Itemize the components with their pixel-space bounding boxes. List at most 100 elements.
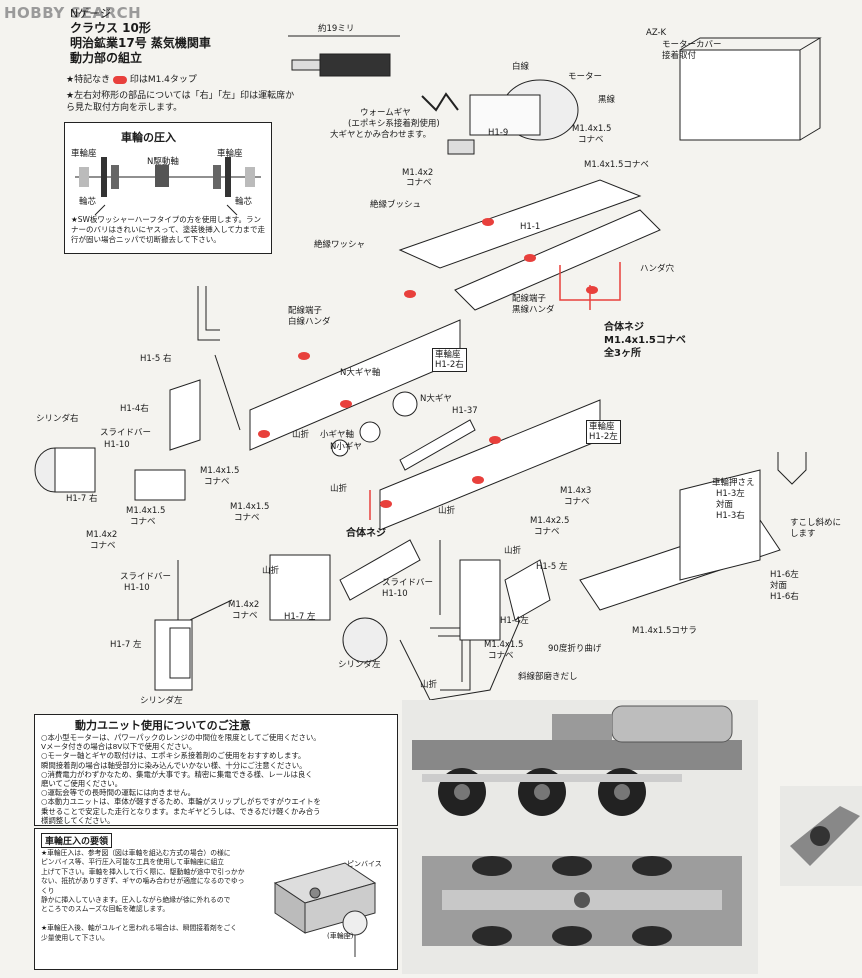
screw-m14-3: M1.4x3: [560, 486, 592, 496]
h1-5r-label: H1-5 右: [140, 354, 172, 364]
h1-6l-label: H1-6左: [770, 570, 799, 580]
worm-gear-note2: 大ギヤとかみ合わせます。: [330, 130, 432, 140]
guide-line: ない、抵抗がありすぎず、ギヤの噛み合わせが適度になるのでゆっくり: [41, 877, 245, 895]
combined-screw-b: 合体ネジ: [346, 528, 386, 539]
guide-line: 上げて下さい。車軸を挿入して行く際に、駆動軸が途中で引っかか: [41, 867, 245, 876]
combined-screw-spec: M1.4x1.5コナベ: [604, 335, 686, 346]
watermark-logo: HOBBY SEARCH: [4, 4, 142, 22]
wheel-press-title: 車輪の圧入: [121, 131, 176, 144]
cylinder-l-label: シリンダ左: [338, 660, 381, 670]
header-line4: 動力部の組立: [70, 51, 143, 65]
konabe-a: コナベ: [578, 135, 604, 145]
slide-bar-label: スライドバー: [100, 428, 152, 438]
konabe-d: コナベ: [130, 517, 156, 527]
caution-line: Vメータ付きの場合は8V以下で使用ください。: [41, 742, 197, 752]
h1-7r-label: H1-7 右: [66, 494, 98, 504]
black-solder-label: 黒線ハンダ: [512, 305, 555, 315]
h1-7l-b-label: H1-7 左: [110, 640, 142, 650]
konabe-b: コナベ: [406, 178, 432, 188]
wheel-press-box: 車輪の圧入 車輪座 車輪座 N駆動軸 輪芯 輪芯 ★SW板ワッシャーハーフタイプ…: [64, 122, 272, 254]
h1-10-b-label: H1-10: [124, 583, 150, 593]
h12l-label: H1-2左: [589, 432, 618, 442]
yamaori-f: 山折: [420, 680, 438, 690]
caution-title: 動力ユニット使用についてのご注意: [75, 719, 251, 732]
konabe-f: コナベ: [564, 497, 590, 507]
len-19mm-label: 約19ミリ: [318, 24, 355, 34]
wheel-seat-h12l: 車輪座: [589, 422, 615, 432]
konabe-i: コナベ: [232, 611, 258, 621]
h1-1-label: H1-1: [520, 222, 541, 232]
h1-7l-label: H1-7 左: [284, 612, 316, 622]
pinvise-figure: [273, 862, 377, 957]
screw-m14-15-kosara: M1.4x1.5コサラ: [632, 626, 697, 636]
worm-gear-label: ウォームギヤ: [360, 108, 411, 118]
wheel-press-note: ★SW板ワッシャーハーフタイプの方を使用します。ランナーのバリはきれいにヤスって…: [71, 215, 266, 244]
h1-6r-label: H1-6右: [770, 592, 799, 602]
screw-m14-15-c: M1.4x1.5: [200, 466, 240, 476]
guide-line: ピンバイス等、平行圧入可能な工具を使用して車輪座に組立: [41, 858, 225, 867]
red-dot-icon: [112, 75, 127, 84]
side-photo-render: [412, 705, 742, 816]
azk-label: AZ-K: [646, 28, 667, 38]
caution-line: ○モーター軸とギヤの取付けは、エポキシ系接着剤のご使用をおすすめします。: [41, 751, 306, 761]
worm-gear-note: (エポキシ系接着剤使用): [348, 119, 440, 129]
h1-3r-label: H1-3右: [716, 511, 745, 521]
assembled-photo-side: [402, 700, 758, 826]
guide-line: 少量使用して下さい。: [41, 933, 109, 942]
bottom-photo-render: [422, 856, 742, 946]
yamaori-e: 山折: [504, 546, 522, 556]
wheel-press-cap: 車輪押さえ: [712, 478, 755, 488]
combined-screw-count: 全3ヶ所: [604, 348, 641, 359]
caution-line: 様調整してください。: [41, 815, 115, 825]
caution-box: 動力ユニット使用についてのご注意 ○本小型モーターは、パワーパックのレンジの中間…: [34, 714, 398, 826]
caution-line: 磨いてご使用ください。: [41, 779, 123, 789]
combined-screw-label: 合体ネジ: [604, 322, 644, 333]
axle-right-label: 輪芯: [235, 197, 253, 207]
guide-line: ★車輪圧入は、参考図（図は車軸を組込む方式の場合）の様に: [41, 849, 231, 857]
slight-bevel2: します: [790, 529, 816, 539]
caution-lines: ○本小型モーターは、パワーパックのレンジの中間位を限度としてご使用ください。 V…: [41, 733, 393, 825]
screw-m14-15-d: M1.4x1.5: [126, 506, 166, 516]
wheel-seat-left-label: 車輪座: [71, 149, 97, 159]
header-line2: クラウス 10形: [70, 21, 151, 35]
header-line1: Nゲージ: [70, 7, 112, 20]
yamaori-d: 山折: [262, 566, 280, 576]
h1-4r-label: H1-4右: [120, 404, 149, 414]
screw-m14-2-e: M1.4x2: [86, 530, 118, 540]
exploded-diagram: [34, 35, 822, 701]
slide-bar-l-label: スライドバー: [382, 578, 434, 588]
screw-m14-2-f: M1.4x2: [228, 600, 260, 610]
h12r-label: H1-2右: [435, 360, 464, 370]
n-small-gear: N小ギヤ: [330, 442, 362, 452]
wire-term-black: 配線端子: [512, 294, 547, 304]
bevel-polish-label: 斜線部磨きだし: [518, 672, 578, 682]
h1-37-label: H1-37: [452, 406, 478, 416]
glue-attach-label: 接着取付: [662, 51, 697, 61]
slight-bevel: すこし斜めに: [790, 518, 842, 528]
caution-line: ○本小型モーターは、パワーパックのレンジの中間位を限度としてご使用ください。: [41, 733, 321, 742]
white-wire-label: 白線: [512, 62, 530, 72]
assembled-photo-bottom: [402, 826, 758, 974]
white-solder-label: 白線ハンダ: [288, 317, 331, 327]
notes: ★特記なき 印はM1.4タップ ★左右対称形の部品については「右」「左」印は運転…: [66, 74, 296, 114]
detail-photo-render: [790, 806, 860, 866]
guide-line: 静かに挿入していきます。圧入しながら絶縁が徐に外れるので: [41, 896, 231, 905]
wheelseat-fig-label: (車輪座): [327, 932, 354, 940]
insulating-washer-label: 絶縁ワッシャ: [314, 240, 366, 250]
bend-90-label: 90度折り曲げ: [548, 644, 602, 654]
wire-term-white: 配線端子: [288, 306, 323, 316]
small-gear-axle: 小ギヤ軸: [320, 430, 355, 440]
guide-title: 車輪圧入の要領: [41, 833, 113, 848]
header-line3: 明治鉱業17号 蒸気機関車: [70, 36, 211, 50]
opposite-a: 対面: [716, 500, 734, 510]
detail-photo: [780, 786, 862, 886]
wheel-seat-h12r-box: 車輪座 H1-2右: [432, 348, 467, 372]
konabe-c: コナベ: [204, 477, 230, 487]
page-header: Nゲージ クラウス 10形 明治鉱業17号 蒸気機関車 動力部の組立: [70, 6, 211, 66]
guide-line: ★車輪圧入後、軸がユルイと思われる場合は、瞬間接着剤をごく: [41, 924, 238, 933]
yamaori-a: 山折: [292, 430, 310, 440]
h1-10-l-label: H1-10: [382, 589, 408, 599]
caution-line: 乗せることで安定した走行となります。またギヤどうしは、できるだけ軽くかみ合う: [41, 806, 321, 816]
wheel-press-guide: 車輪圧入の要領 ★車輪圧入は、参考図（図は車軸を組込む方式の場合）の様に ピンバ…: [34, 828, 398, 970]
guide-line: [41, 915, 251, 924]
